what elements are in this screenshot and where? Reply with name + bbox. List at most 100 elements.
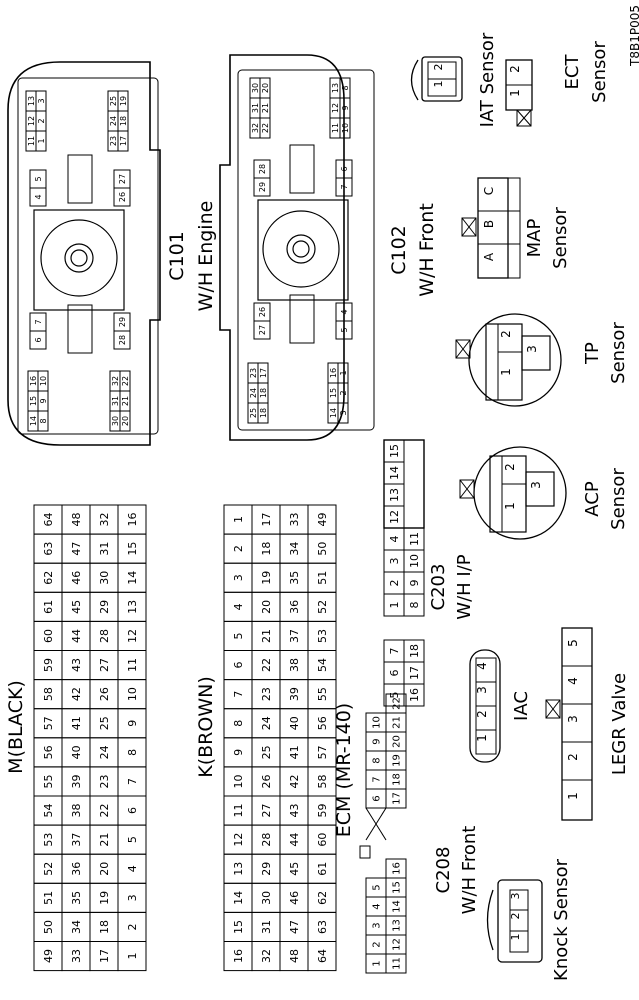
c101-pin: 19 xyxy=(119,96,128,106)
ecm-k-pin: 63 xyxy=(316,920,329,934)
c101-pin: 16 xyxy=(29,376,38,386)
c208-pin: 21 xyxy=(392,716,403,729)
c101-pin: 29 xyxy=(118,317,127,327)
c203-pin: 14 xyxy=(388,466,401,480)
acp-pin-3: 3 xyxy=(529,481,543,489)
legr-label: LEGR Valve xyxy=(609,673,630,775)
c101-pin: 6 xyxy=(34,337,43,342)
ecm-connector: 6463626160595857565554535251504948474645… xyxy=(33,504,337,972)
ecm-k-pin: 22 xyxy=(260,658,273,672)
c203-pin: 10 xyxy=(408,554,421,568)
c102-cell xyxy=(259,117,271,139)
c203-pin: 2 xyxy=(388,580,401,587)
ect-pin-1: 1 xyxy=(508,89,522,97)
ecm-k-pin: 42 xyxy=(288,774,301,788)
map-pin-a: A xyxy=(482,252,496,261)
c208-pin: 19 xyxy=(392,754,403,767)
c101-cell xyxy=(113,330,131,350)
ecm-m-pin: 25 xyxy=(98,716,111,730)
c101-pin: 11 xyxy=(27,136,36,146)
ecm-k-pin: 35 xyxy=(288,571,301,585)
ecm-m-pin: 26 xyxy=(98,687,111,701)
ecm-k-cell xyxy=(307,941,337,972)
c102-pin: 22 xyxy=(261,123,270,133)
c101-pin: 21 xyxy=(121,396,130,406)
ecm-m-pin: 20 xyxy=(98,862,111,876)
ecm-m-pin: 6 xyxy=(126,807,139,814)
ecm-m-pin: 8 xyxy=(126,749,139,756)
c102-pin: 2 xyxy=(339,390,348,395)
c208-pin: 17 xyxy=(392,792,403,805)
ecm-k-pin: 19 xyxy=(260,571,273,585)
ecm-k-pin: 33 xyxy=(288,513,301,527)
ect-pin-2: 2 xyxy=(508,65,522,73)
c101-desc: W/H Engine xyxy=(195,201,217,312)
c101-connector xyxy=(7,61,161,446)
ecm-m-pin: 50 xyxy=(42,920,55,934)
c102-pin: 31 xyxy=(251,103,260,113)
acp-sensor-connector: 1 2 3 xyxy=(459,446,567,540)
ecm-k-pin: 36 xyxy=(288,600,301,614)
c208-pin: 9 xyxy=(372,738,383,744)
c102-pin: 21 xyxy=(261,103,270,113)
ecm-k-pin: 44 xyxy=(288,833,301,847)
c203-pin: 9 xyxy=(408,580,421,587)
ecm-m-pin: 47 xyxy=(70,542,83,556)
c102-pin: 6 xyxy=(340,166,349,171)
c102-pin: 26 xyxy=(258,307,267,317)
ecm-m-pin: 21 xyxy=(98,833,111,847)
ecm-k-pin: 29 xyxy=(260,862,273,876)
ecm-m-pin: 57 xyxy=(42,716,55,730)
ecm-m-pin: 13 xyxy=(126,600,139,614)
c101-pin: 5 xyxy=(34,176,43,181)
c203-desc: W/H I/P xyxy=(454,554,475,619)
ecm-m-pin: 31 xyxy=(98,542,111,556)
c101-pin: 25 xyxy=(109,96,118,106)
ecm-k-pin: 52 xyxy=(316,600,329,614)
ecm-m-pin: 48 xyxy=(70,513,83,527)
ecm-k-pin: 3 xyxy=(232,574,245,581)
ecm-m-pin: 23 xyxy=(98,774,111,788)
ecm-m-pin: 1 xyxy=(126,953,139,960)
ecm-m-pin: 36 xyxy=(70,862,83,876)
c208-pin: 22 xyxy=(392,697,403,710)
c101-pin: 26 xyxy=(118,192,127,202)
ecm-k-pin: 27 xyxy=(260,804,273,818)
ecm-k-pin: 24 xyxy=(260,716,273,730)
ecm-m-pin: 33 xyxy=(70,949,83,963)
ecm-k-pin: 46 xyxy=(288,891,301,905)
ect-label-2: Sensor xyxy=(589,41,610,103)
ecm-m-pin: 60 xyxy=(42,629,55,643)
c203-cell xyxy=(403,683,425,707)
ect-label: ECT xyxy=(562,54,583,90)
ecm-m-pin: 39 xyxy=(70,774,83,788)
ecm-m-pin: 28 xyxy=(98,629,111,643)
ecm-k-pin: 34 xyxy=(288,542,301,556)
c101-pin: 3 xyxy=(37,98,46,103)
c102-cell xyxy=(253,320,271,340)
ecm-m-pin: 19 xyxy=(98,891,111,905)
ecm-k-pin: 16 xyxy=(232,949,245,963)
c203-pin: 13 xyxy=(388,488,401,502)
c102-pin: 12 xyxy=(331,103,340,113)
ecm-m-pin: 58 xyxy=(42,687,55,701)
m-black-label: M(BLACK) xyxy=(5,680,27,774)
map-pin-c: C xyxy=(482,187,496,195)
ecm-k-pin: 28 xyxy=(260,833,273,847)
c102-pin: 23 xyxy=(249,368,258,378)
c101-cell xyxy=(113,187,131,207)
ecm-m-pin: 24 xyxy=(98,745,111,759)
c102-pin: 11 xyxy=(331,123,340,133)
ecm-k-pin: 51 xyxy=(316,571,329,585)
ecm-m-pin: 3 xyxy=(126,894,139,901)
c203-cell xyxy=(403,593,425,617)
ecm-k-pin: 55 xyxy=(316,687,329,701)
ecm-k-pin: 60 xyxy=(316,833,329,847)
map-label: MAP xyxy=(524,219,545,258)
c102-pin: 24 xyxy=(249,388,258,398)
c208-pin: 7 xyxy=(372,776,383,782)
ecm-k-pin: 20 xyxy=(260,600,273,614)
c102-pin: 7 xyxy=(340,184,349,189)
c101-pin: 2 xyxy=(37,118,46,123)
c102-pin: 20 xyxy=(261,83,270,93)
